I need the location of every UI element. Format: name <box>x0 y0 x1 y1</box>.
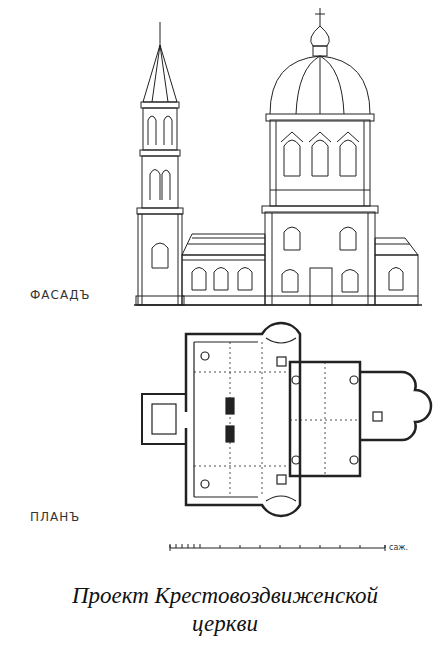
scale-tick <box>300 545 301 548</box>
scale-tick <box>220 545 221 548</box>
scale-tick <box>188 544 189 548</box>
caption: Проект Крестовоздвиженской церкви <box>45 582 405 638</box>
facade <box>134 8 422 305</box>
scale-tick <box>240 545 241 548</box>
plan-label: ПЛАНЪ <box>30 510 80 524</box>
scale-tick <box>194 544 195 548</box>
facade-label: ФАСАДЪ <box>30 288 91 302</box>
scale-tick <box>360 545 361 548</box>
scale-tick <box>176 544 177 548</box>
scale-tick <box>320 545 321 548</box>
scale-bar <box>170 544 385 551</box>
scale-tick <box>170 544 171 548</box>
scale-tick <box>340 545 341 548</box>
plan <box>142 323 431 516</box>
scale-unit: саж. <box>389 543 408 552</box>
scale-tick <box>280 545 281 548</box>
scale-tick <box>385 545 386 548</box>
scale-tick <box>182 544 183 548</box>
scale-tick <box>260 545 261 548</box>
scale-tick <box>200 544 201 548</box>
